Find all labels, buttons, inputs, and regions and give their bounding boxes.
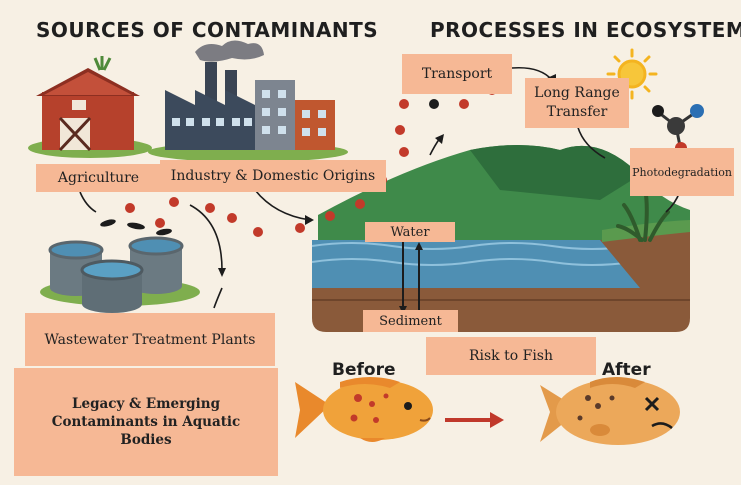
factory-icon [148,40,348,162]
wastewater-label: Wastewater Treatment Plants [25,313,275,366]
transport-label: Transport [402,54,512,94]
fish-sick-icon [540,377,680,445]
sources-heading: SOURCES OF CONTAMINANTS [36,18,379,42]
photodegradation-label: Photodegradation [630,148,734,196]
fish-healthy-icon [295,377,433,442]
reed-plant-icon [616,193,670,242]
processes-heading: PROCESSES IN ECOSYSTEM [430,18,741,42]
water-label: Water [365,222,455,242]
treatment-tanks-icon [40,236,200,313]
barn-icon [28,56,152,158]
legacy-contaminants-label: Legacy & Emerging Contaminants in Aquati… [14,368,278,476]
long-range-transfer-label: Long Range Transfer [525,78,629,128]
risk-to-fish-label: Risk to Fish [426,337,596,375]
agriculture-label: Agriculture [36,164,161,192]
before-label: Before [332,360,396,380]
sediment-label: Sediment [363,310,458,332]
industry-label: Industry & Domestic Origins [160,160,386,192]
after-label: After [602,360,651,380]
molecule-icon [652,104,704,154]
before-after-arrow [445,412,504,428]
